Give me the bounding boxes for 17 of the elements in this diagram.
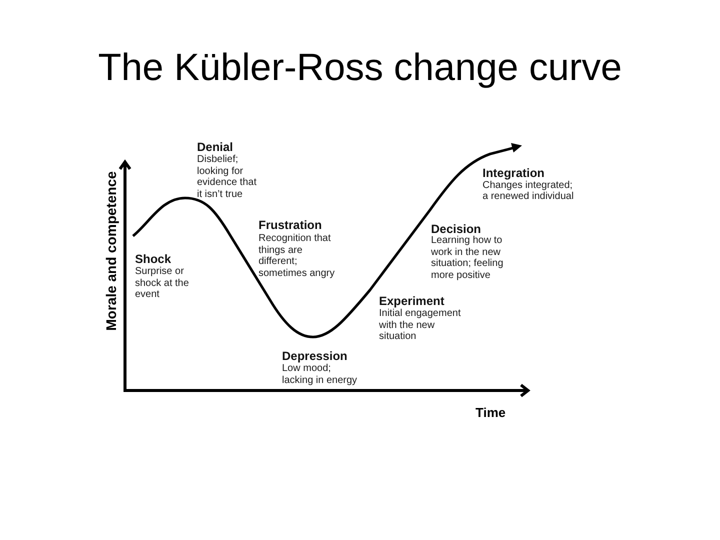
- stage-description: Surprise or shock at the event: [135, 266, 190, 302]
- stage-heading: Denial: [197, 140, 234, 154]
- stage-heading: Shock: [135, 252, 172, 266]
- stage-heading: Decision: [431, 222, 482, 236]
- axis-label: Time: [476, 405, 506, 420]
- diagram-title: The Kübler-Ross change curve: [98, 46, 622, 91]
- stage-heading: Frustration: [258, 218, 322, 232]
- stage-description: Disbelief; looking for evidence that it isn’t true: [197, 154, 258, 201]
- stage-description: Learning how to work in the new situation; feeling more positive: [431, 235, 504, 282]
- stage-description: Changes integrated; a renewed individual: [482, 180, 575, 204]
- stage-heading: Integration: [482, 166, 544, 180]
- axis-label: Morale and competence: [103, 171, 119, 331]
- stage-heading: Depression: [282, 349, 348, 363]
- stage-description: Recognition that things are different; sometimes angry: [258, 233, 336, 280]
- stage-heading: Experiment: [379, 294, 444, 308]
- stage-description: Initial engagement with the new situation: [379, 308, 462, 344]
- stage-description: Low mood; lacking in energy: [282, 363, 358, 386]
